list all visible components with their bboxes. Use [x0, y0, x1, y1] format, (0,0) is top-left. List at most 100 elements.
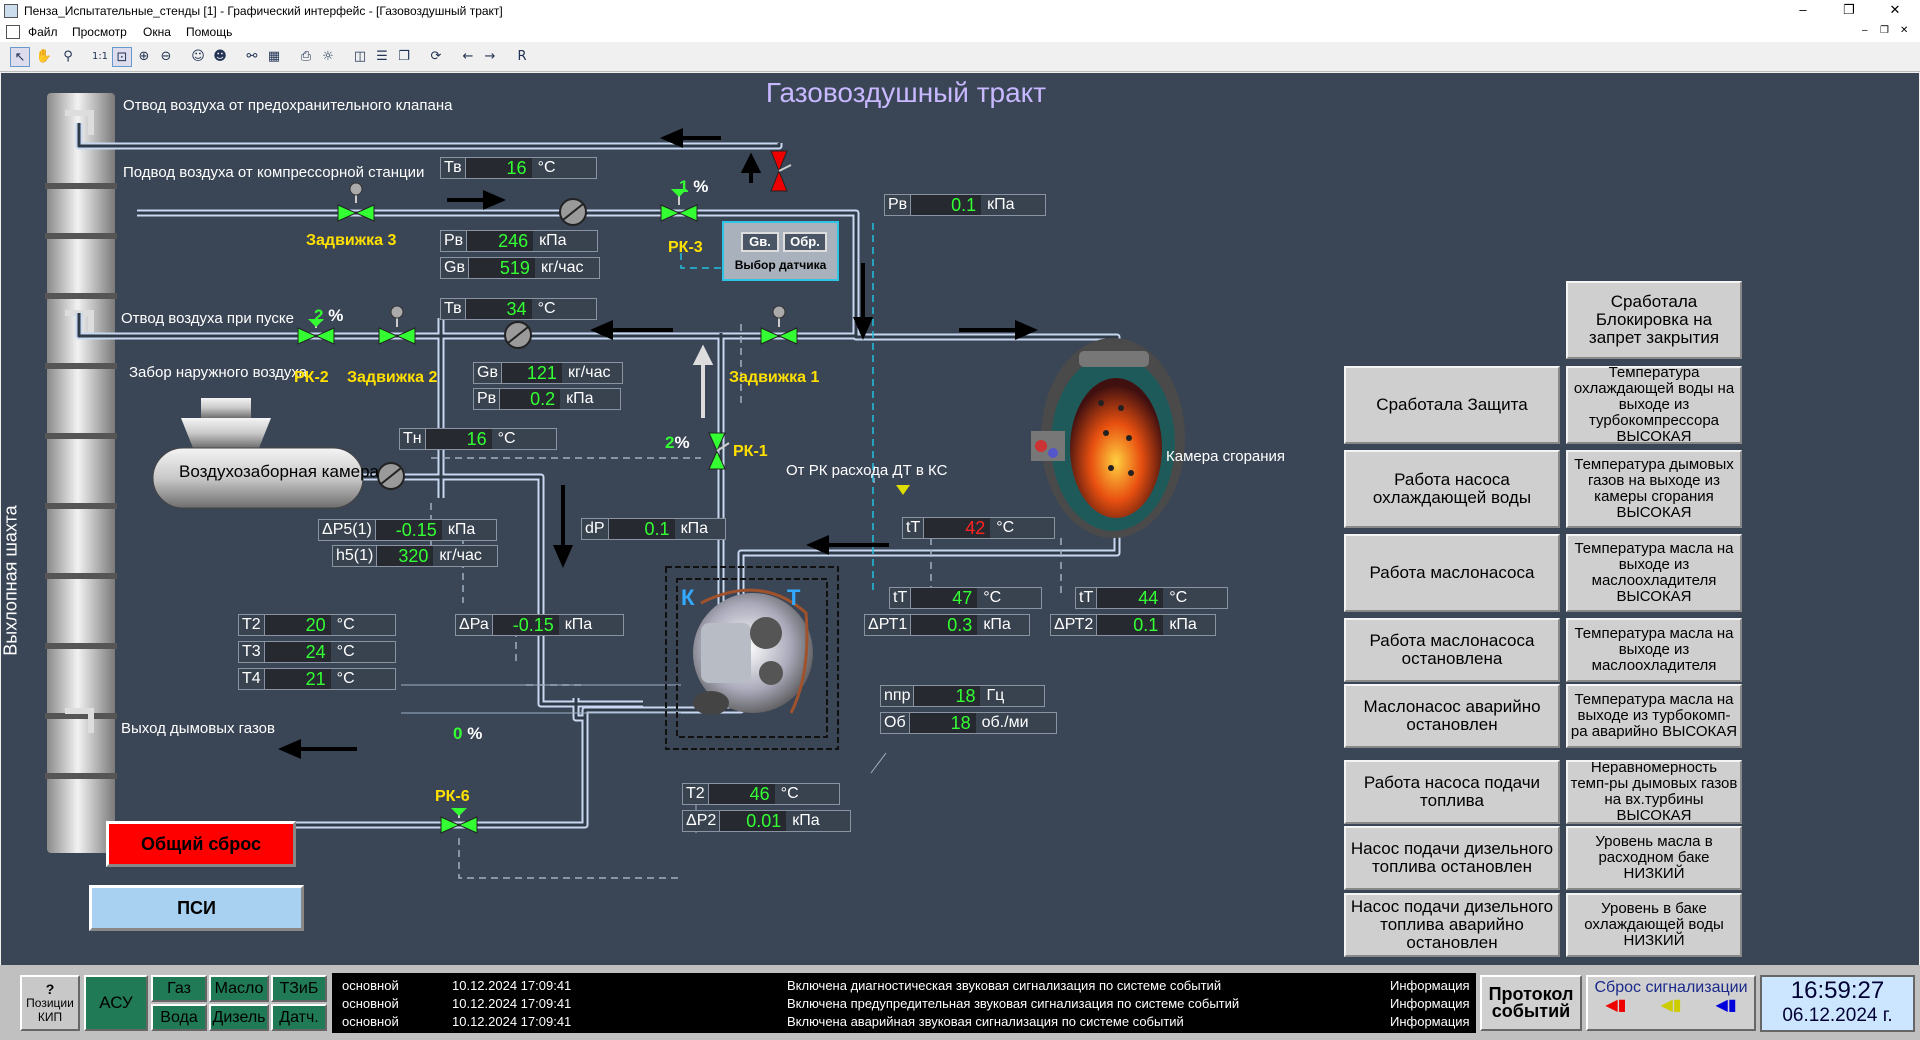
valve-rk6[interactable]: [440, 808, 478, 834]
clock: 16:59:27 06.12.2024 г.: [1760, 975, 1915, 1032]
zoom-in-icon[interactable]: ⊕: [138, 49, 150, 64]
pointer-icon[interactable]: ↖: [10, 47, 30, 67]
valve-rk3[interactable]: [660, 189, 698, 222]
alarm-reset-button[interactable]: Сброс сигнализации ◀▮ ◀▮ ◀▮: [1586, 975, 1756, 1031]
label-intake-chamber: Воздухозаборная камера: [179, 462, 379, 481]
asu-button[interactable]: АСУ: [84, 975, 148, 1031]
label-z1: Задвижка 1: [729, 369, 820, 386]
speaker-blue-icon: ◀▮: [1715, 997, 1737, 1014]
label-from-rk: От РК расхода ДТ в КС: [786, 462, 948, 479]
zoom-out-icon[interactable]: ⊖: [160, 49, 172, 64]
air-pipes: [75, 123, 1121, 829]
alarm-diesel-emergency: Насос подачи дизельного топлива аварийно…: [1344, 893, 1560, 957]
label-flue-out: Выход дымовых газов: [121, 720, 275, 737]
mdi-close-icon[interactable]: ✕: [1900, 25, 1909, 36]
sensors-button[interactable]: Датч.: [271, 1004, 327, 1031]
minimize-button[interactable]: –: [1799, 2, 1807, 17]
oil-button[interactable]: Масло: [209, 975, 269, 1002]
close-button[interactable]: ✕: [1889, 2, 1901, 17]
alarm-oil-turbo-temp: Температура масла на выходе из турбокомп…: [1566, 684, 1742, 748]
event-text: Включена диагностическая звуковая сигнал…: [787, 978, 1222, 993]
event-category: Информация: [1390, 978, 1470, 993]
alarm-oil-cooler-temp: Температура масла на выходе из маслоохла…: [1566, 618, 1742, 682]
doc-icon[interactable]: [6, 25, 20, 39]
lightbulb-icon[interactable]: ☼: [322, 49, 334, 64]
combustion-chamber: [1031, 338, 1185, 538]
menu-windows[interactable]: Окна: [143, 25, 171, 39]
valve-relief-red[interactable]: [770, 150, 792, 192]
fuel-marker-icon: [896, 485, 910, 495]
event-protocol-button[interactable]: Протокол событий: [1480, 975, 1582, 1031]
diesel-button[interactable]: Дизель: [209, 1004, 269, 1031]
zoom-fit-icon[interactable]: ⊡: [112, 47, 132, 67]
maximize-button[interactable]: ❐: [1843, 2, 1855, 17]
alarm-oil-cooler-high: Температура масла на выходе из маслоохла…: [1566, 534, 1742, 612]
speaker-red-icon: ◀▮: [1605, 997, 1627, 1014]
flow-arrows: [278, 127, 1038, 760]
r-button[interactable]: R: [517, 49, 527, 64]
gas-button[interactable]: Газ: [151, 975, 207, 1002]
event-time: 10.12.2024 17:09:41: [452, 996, 572, 1011]
event-text: Включена аварийная звуковая сигнализация…: [787, 1014, 1184, 1029]
kip-label: Позиции КИП: [26, 996, 74, 1024]
hand-icon[interactable]: ✋: [35, 49, 53, 64]
rk2-percent: 2 %: [314, 306, 344, 325]
valve-z3[interactable]: [337, 182, 375, 222]
mimic-canvas: Газовоздушный тракт: [1, 73, 1919, 965]
alarm-cooling-pump: Работа насоса охлаждающей воды: [1344, 450, 1560, 528]
psi-button[interactable]: ПСИ: [89, 885, 304, 931]
event-log[interactable]: основной 10.12.2024 17:09:41 Включена ди…: [332, 973, 1476, 1033]
valve-rk2[interactable]: [297, 319, 335, 345]
label-t: Т: [787, 585, 801, 610]
event-category: Информация: [1390, 996, 1470, 1011]
flowmeter-3: [377, 462, 405, 490]
gv-sensor-button[interactable]: Gв.: [741, 232, 779, 252]
forward-arrow-icon[interactable]: →: [484, 49, 496, 64]
mdi-minimize-icon[interactable]: –: [1862, 25, 1868, 36]
users-icon[interactable]: ☺: [191, 49, 205, 64]
speaker-icons: ◀▮ ◀▮ ◀▮: [1605, 997, 1737, 1014]
rk1-percent: 2%: [665, 433, 690, 452]
binoculars-icon[interactable]: ⚯: [246, 49, 258, 64]
tzib-button[interactable]: ТЗиБ: [271, 975, 327, 1002]
valve-z1[interactable]: [760, 305, 798, 345]
general-reset-button[interactable]: Общий сброс: [106, 821, 296, 867]
cascade-icon[interactable]: ❐: [398, 49, 410, 64]
layout-cols-icon[interactable]: ◫: [353, 49, 367, 64]
menu-help[interactable]: Помощь: [186, 25, 233, 39]
label-rk1: РК-1: [733, 443, 768, 460]
print-icon[interactable]: ⎙: [300, 49, 312, 64]
zoom-100-icon[interactable]: 1:1: [91, 51, 109, 62]
alarm-cooling-water-temp: Температура охлаждающей воды на выходе и…: [1566, 365, 1742, 445]
layout-rows-icon[interactable]: ☰: [376, 49, 388, 64]
water-button[interactable]: Вода: [151, 1004, 207, 1031]
valve-rk1[interactable]: [708, 432, 730, 470]
alarm-gas-uneven: Неравномерность темп-ры дымовых газов на…: [1566, 760, 1742, 824]
table-icon[interactable]: ▦: [267, 49, 281, 64]
obr-sensor-button[interactable]: Обр.: [783, 232, 827, 252]
kip-positions-button[interactable]: ? Позиции КИП: [20, 975, 80, 1031]
valve-z2[interactable]: [378, 305, 416, 345]
menu-file[interactable]: Файл: [28, 25, 58, 39]
window-refresh-icon[interactable]: ⟳: [430, 49, 442, 64]
alarm-oil-level: Уровень масла в расходном баке НИЗКИЙ: [1566, 826, 1742, 890]
event-category: Информация: [1390, 1014, 1470, 1029]
mdi-restore-icon[interactable]: ❐: [1880, 25, 1889, 36]
menu-view[interactable]: Просмотр: [72, 25, 127, 39]
alarm-water-level: Уровень в баке охлаждающей воды НИЗКИЙ: [1566, 893, 1742, 957]
user-key-icon[interactable]: ☻: [213, 49, 227, 64]
magnifier-icon[interactable]: ⚲: [63, 49, 73, 64]
exhaust-shaft: [45, 93, 117, 853]
back-arrow-icon[interactable]: ←: [462, 49, 474, 64]
clock-time: 16:59:27: [1790, 977, 1885, 1004]
